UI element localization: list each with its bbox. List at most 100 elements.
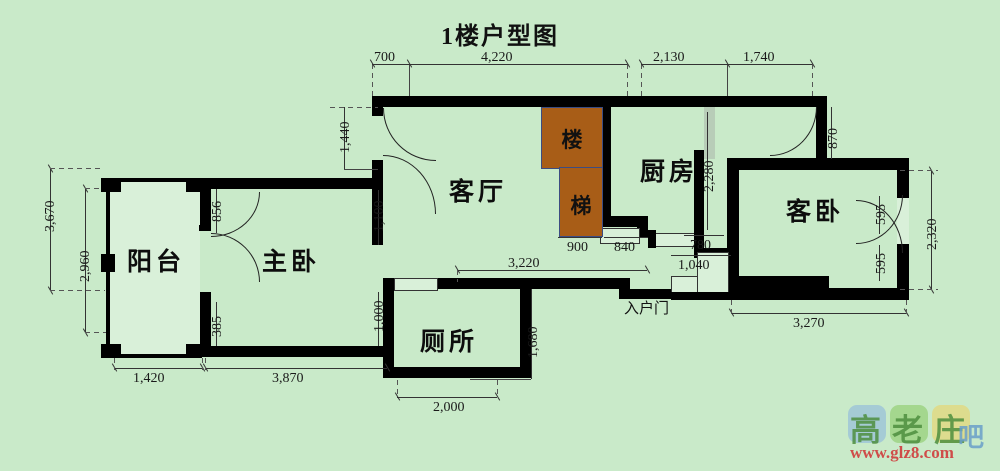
- watermark-square-1: [848, 405, 886, 443]
- balcony-floor: [108, 178, 200, 358]
- page-title: 1楼户型图: [441, 24, 559, 50]
- watermark-url: www.glz8.com: [850, 443, 954, 462]
- dim-line: [378, 292, 379, 346]
- ext-line: [85, 332, 115, 333]
- ext-line: [627, 64, 628, 106]
- dim-line: [604, 237, 648, 238]
- watermark-glyph-1: 高: [850, 413, 881, 449]
- watermark-square-3: [932, 405, 970, 443]
- dimension-left-2960: 2,960: [78, 250, 93, 283]
- wall-kitchen-jog: [637, 216, 648, 238]
- wall-master-bottom: [199, 346, 394, 357]
- dim-line: [344, 107, 345, 169]
- door-jamb-guest-bot: [897, 244, 909, 252]
- dim-line: [558, 237, 602, 238]
- dimension-1680: 1,680: [526, 326, 541, 359]
- dimension-1040: 1,040: [678, 258, 710, 273]
- ext-line: [330, 107, 378, 108]
- ext-line: [470, 379, 531, 380]
- ext-line: [344, 169, 378, 170]
- dimension-900: 900: [567, 240, 588, 255]
- dimension-3870: 3,870: [272, 371, 304, 386]
- wall-kitchen-right: [694, 150, 704, 248]
- dimension-595-upper: 595: [874, 204, 889, 225]
- wall-kitchen-small: [648, 230, 656, 248]
- pillar-balcony-tl: [101, 178, 121, 192]
- pillar-balcony-br: [186, 344, 202, 358]
- ext-line: [497, 380, 498, 398]
- wall-toilet-left: [383, 289, 394, 378]
- wall-master-left-top: [199, 178, 211, 225]
- dim-line: [684, 235, 724, 236]
- room-label-master-bed: 主卧: [262, 249, 321, 276]
- corridor-opening: [697, 252, 729, 298]
- dim-line: [879, 196, 880, 234]
- dimension-1420: 1,420: [133, 371, 165, 386]
- door-swing-living-upper: [383, 108, 436, 161]
- entry-door-label: 入户门: [624, 301, 670, 317]
- dim-line: [85, 188, 86, 333]
- dim-line: [372, 64, 627, 65]
- dimension-top-2130: 2,130: [653, 50, 685, 65]
- dim-line: [731, 313, 906, 314]
- pillar-balcony-bl: [101, 344, 121, 358]
- wall-entry-bottom: [671, 292, 729, 300]
- dimension-3270: 3,270: [793, 316, 825, 331]
- dimension-870: 870: [826, 128, 841, 149]
- stair-label-top: 楼: [561, 128, 583, 152]
- dim-line: [50, 168, 51, 291]
- watermark-glyph-4: 吧: [958, 423, 985, 453]
- dim-line: [531, 289, 532, 379]
- pillar-balcony-ml: [101, 254, 115, 272]
- watermark-glyph-3: 庄: [934, 413, 965, 449]
- dim-line: [641, 64, 812, 65]
- watermark: 高 老 庄 吧 www.glz8.com: [844, 403, 994, 467]
- dimension-856: 856: [210, 201, 225, 222]
- dimension-3220: 3,220: [508, 256, 540, 271]
- dim-line: [831, 107, 832, 159]
- dim-line: [397, 397, 497, 398]
- ext-line: [202, 358, 203, 370]
- wall-master-left-bot: [199, 292, 211, 357]
- wall-right-upper: [816, 96, 827, 158]
- dimension-840: 840: [614, 240, 635, 255]
- wall-balcony-bottom: [108, 354, 202, 358]
- dimension-2000: 2,000: [433, 400, 465, 415]
- room-label-toilet: 厕所: [420, 329, 479, 356]
- wall-balcony-top: [108, 178, 202, 182]
- wall-top-main: [372, 96, 827, 107]
- wall-living-left-top: [372, 96, 383, 116]
- ext-line: [812, 64, 813, 106]
- dim-line: [205, 368, 387, 369]
- wall-living-left-low: [372, 170, 383, 245]
- door-swing-living-lower: [383, 155, 436, 214]
- ext-line: [457, 270, 458, 282]
- ext-line: [727, 64, 728, 106]
- wall-stair-right: [600, 107, 611, 227]
- wall-guest-bottom: [727, 288, 909, 300]
- door-swing-master-lower: [211, 233, 260, 282]
- dimension-1100: 1,100: [372, 200, 387, 233]
- dim-line: [378, 190, 379, 245]
- dimension-1440: 1,440: [338, 121, 353, 154]
- ext-line: [900, 170, 938, 171]
- wall-toilet-right: [520, 278, 531, 378]
- stair-landing: 楼: [541, 107, 603, 169]
- dim-line: [931, 170, 932, 290]
- room-label-balcony: 阳台: [127, 249, 186, 276]
- dimension-2280: 2,280: [702, 160, 717, 193]
- dimension-top-4220: 4,220: [481, 50, 513, 65]
- door-jamb-guest-top: [897, 190, 909, 198]
- dimension-1000: 1,000: [372, 300, 387, 333]
- dimension-2320: 2,320: [925, 218, 940, 251]
- ext-line: [641, 64, 642, 106]
- wall-guest-left: [727, 158, 739, 300]
- wall-hall-bottom: [619, 289, 671, 299]
- dim-line: [707, 112, 708, 230]
- door-swing-kitchen: [770, 107, 817, 156]
- wall-living-left-mid: [372, 160, 383, 170]
- room-label-kitchen: 厨房: [640, 159, 699, 186]
- pillar-balcony-tr: [186, 178, 202, 192]
- room-label-guest-bed: 客卧: [786, 199, 845, 226]
